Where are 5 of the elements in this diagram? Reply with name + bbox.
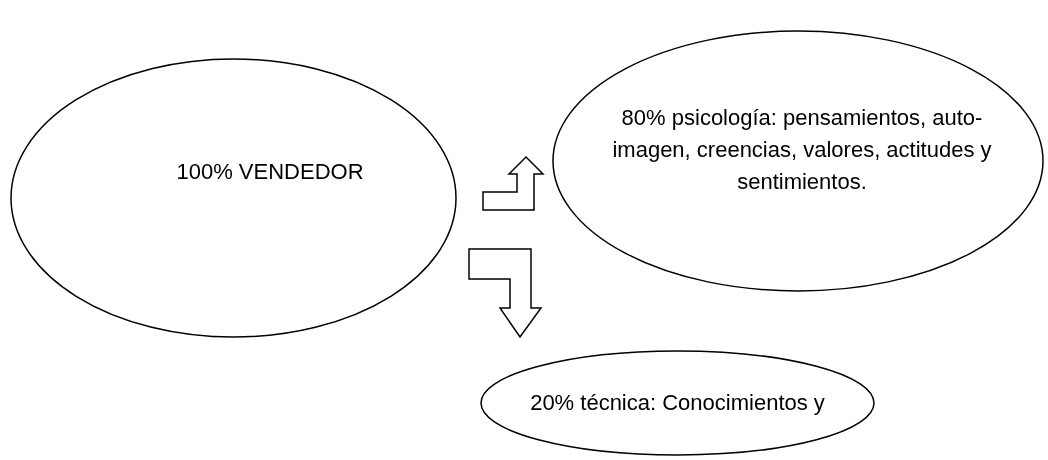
node-text: 80% psicología: pensamientos, auto-imagen, creencias, valores, actitudes y sentimientos. — [611, 104, 993, 196]
node-text: 20% técnica: Conocimientos y — [529, 389, 826, 417]
node-text: 100% VENDEDOR — [175, 158, 365, 186]
block-arrow — [468, 248, 543, 339]
block-arrow — [482, 155, 545, 211]
